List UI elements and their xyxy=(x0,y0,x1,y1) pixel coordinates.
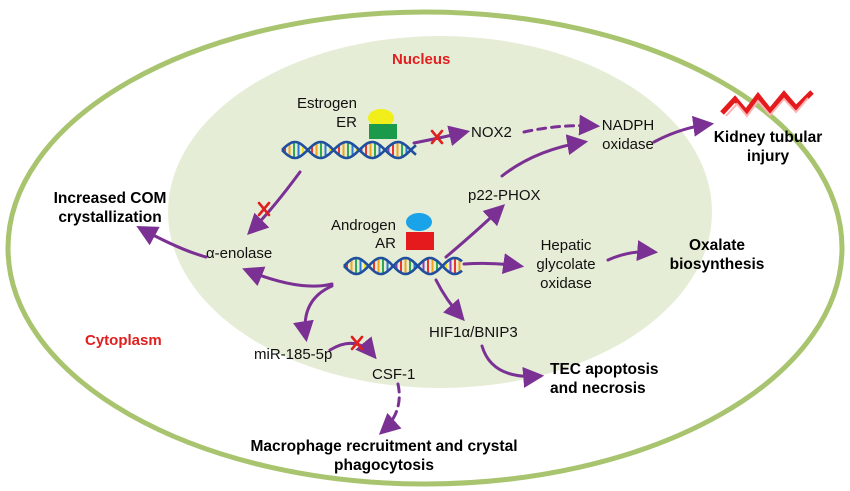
receptor-icon xyxy=(406,232,434,250)
ar-label: AR xyxy=(375,235,396,252)
androgen-label: Androgen xyxy=(330,217,396,234)
nadph-node-line1: NADPH xyxy=(601,117,655,134)
nucleus-label: Nucleus xyxy=(392,51,451,68)
nox2-node: NOX2 xyxy=(471,124,512,141)
arrow-ar-to-hepatic xyxy=(462,253,525,275)
macrophage-outcome-line2: phagocytosis xyxy=(334,457,434,474)
estrogen-label: Estrogen xyxy=(296,95,357,112)
dna-helix-icon xyxy=(281,140,417,160)
enolase-node: α-enolase xyxy=(206,245,273,262)
com-outcome-line2: crystallization xyxy=(58,209,162,226)
inhibition-x-icon xyxy=(257,201,271,217)
com-outcome-line1: Increased COM xyxy=(53,190,167,207)
p22phox-node: p22-PHOX xyxy=(468,187,541,204)
cytoplasm-label: Cytoplasm xyxy=(85,332,162,349)
arrow-mir-to-csf1 xyxy=(328,336,377,360)
er-label: ER xyxy=(336,114,357,131)
oxalate-outcome-line2: biosynthesis xyxy=(669,256,765,273)
inhibition-x-icon xyxy=(350,335,364,351)
injury-zigzag-icon xyxy=(720,90,814,118)
arrow-hif-to-tec xyxy=(480,344,545,388)
arrow-ar-to-hif xyxy=(434,278,465,322)
oxalate-outcome-line1: Oxalate xyxy=(688,237,745,254)
dna-helix-icon xyxy=(343,256,463,276)
inhibition-x-icon xyxy=(430,129,444,145)
hepatic-node-line3: oxidase xyxy=(540,275,592,292)
hepatic-node-line1: Hepatic xyxy=(540,237,592,254)
arrow-p22phox-to-nadph xyxy=(500,134,589,178)
arrow-er-to-enolase xyxy=(247,170,302,235)
nadph-node-line2: oxidase xyxy=(602,136,654,153)
hepatic-node-line2: glycolate xyxy=(536,256,596,273)
tec-outcome-line2: and necrosis xyxy=(550,380,646,397)
csf1-node: CSF-1 xyxy=(372,366,416,383)
tec-outcome-line1: TEC apoptosis xyxy=(550,361,659,378)
arrow-nox2-to-nadph xyxy=(522,114,601,136)
ligand-icon xyxy=(368,109,394,127)
arrow-ar-to-enolase xyxy=(242,266,334,288)
arrow-ar-to-mir xyxy=(293,284,334,343)
arrow-ar-to-p22phox xyxy=(444,204,506,259)
ligand-icon xyxy=(406,213,432,231)
arrow-enolase-to-com xyxy=(136,225,208,259)
nucleus xyxy=(168,36,712,388)
kidney-injury-outcome-line2: injury xyxy=(746,148,790,165)
macrophage-outcome-line1: Macrophage recruitment and crystal xyxy=(250,438,518,455)
arrow-nadph-to-kidney xyxy=(652,115,715,144)
hif-node: HIF1α/BNIP3 xyxy=(429,324,518,341)
arrow-hepatic-to-oxalate xyxy=(606,240,659,262)
mir-node: miR-185-5p xyxy=(254,346,333,363)
arrow-er-to-nox2 xyxy=(412,125,471,147)
kidney-injury-outcome-line1: Kidney tubular xyxy=(713,129,823,146)
receptor-icon xyxy=(369,124,397,139)
arrow-csf1-to-macrophage xyxy=(378,382,402,435)
